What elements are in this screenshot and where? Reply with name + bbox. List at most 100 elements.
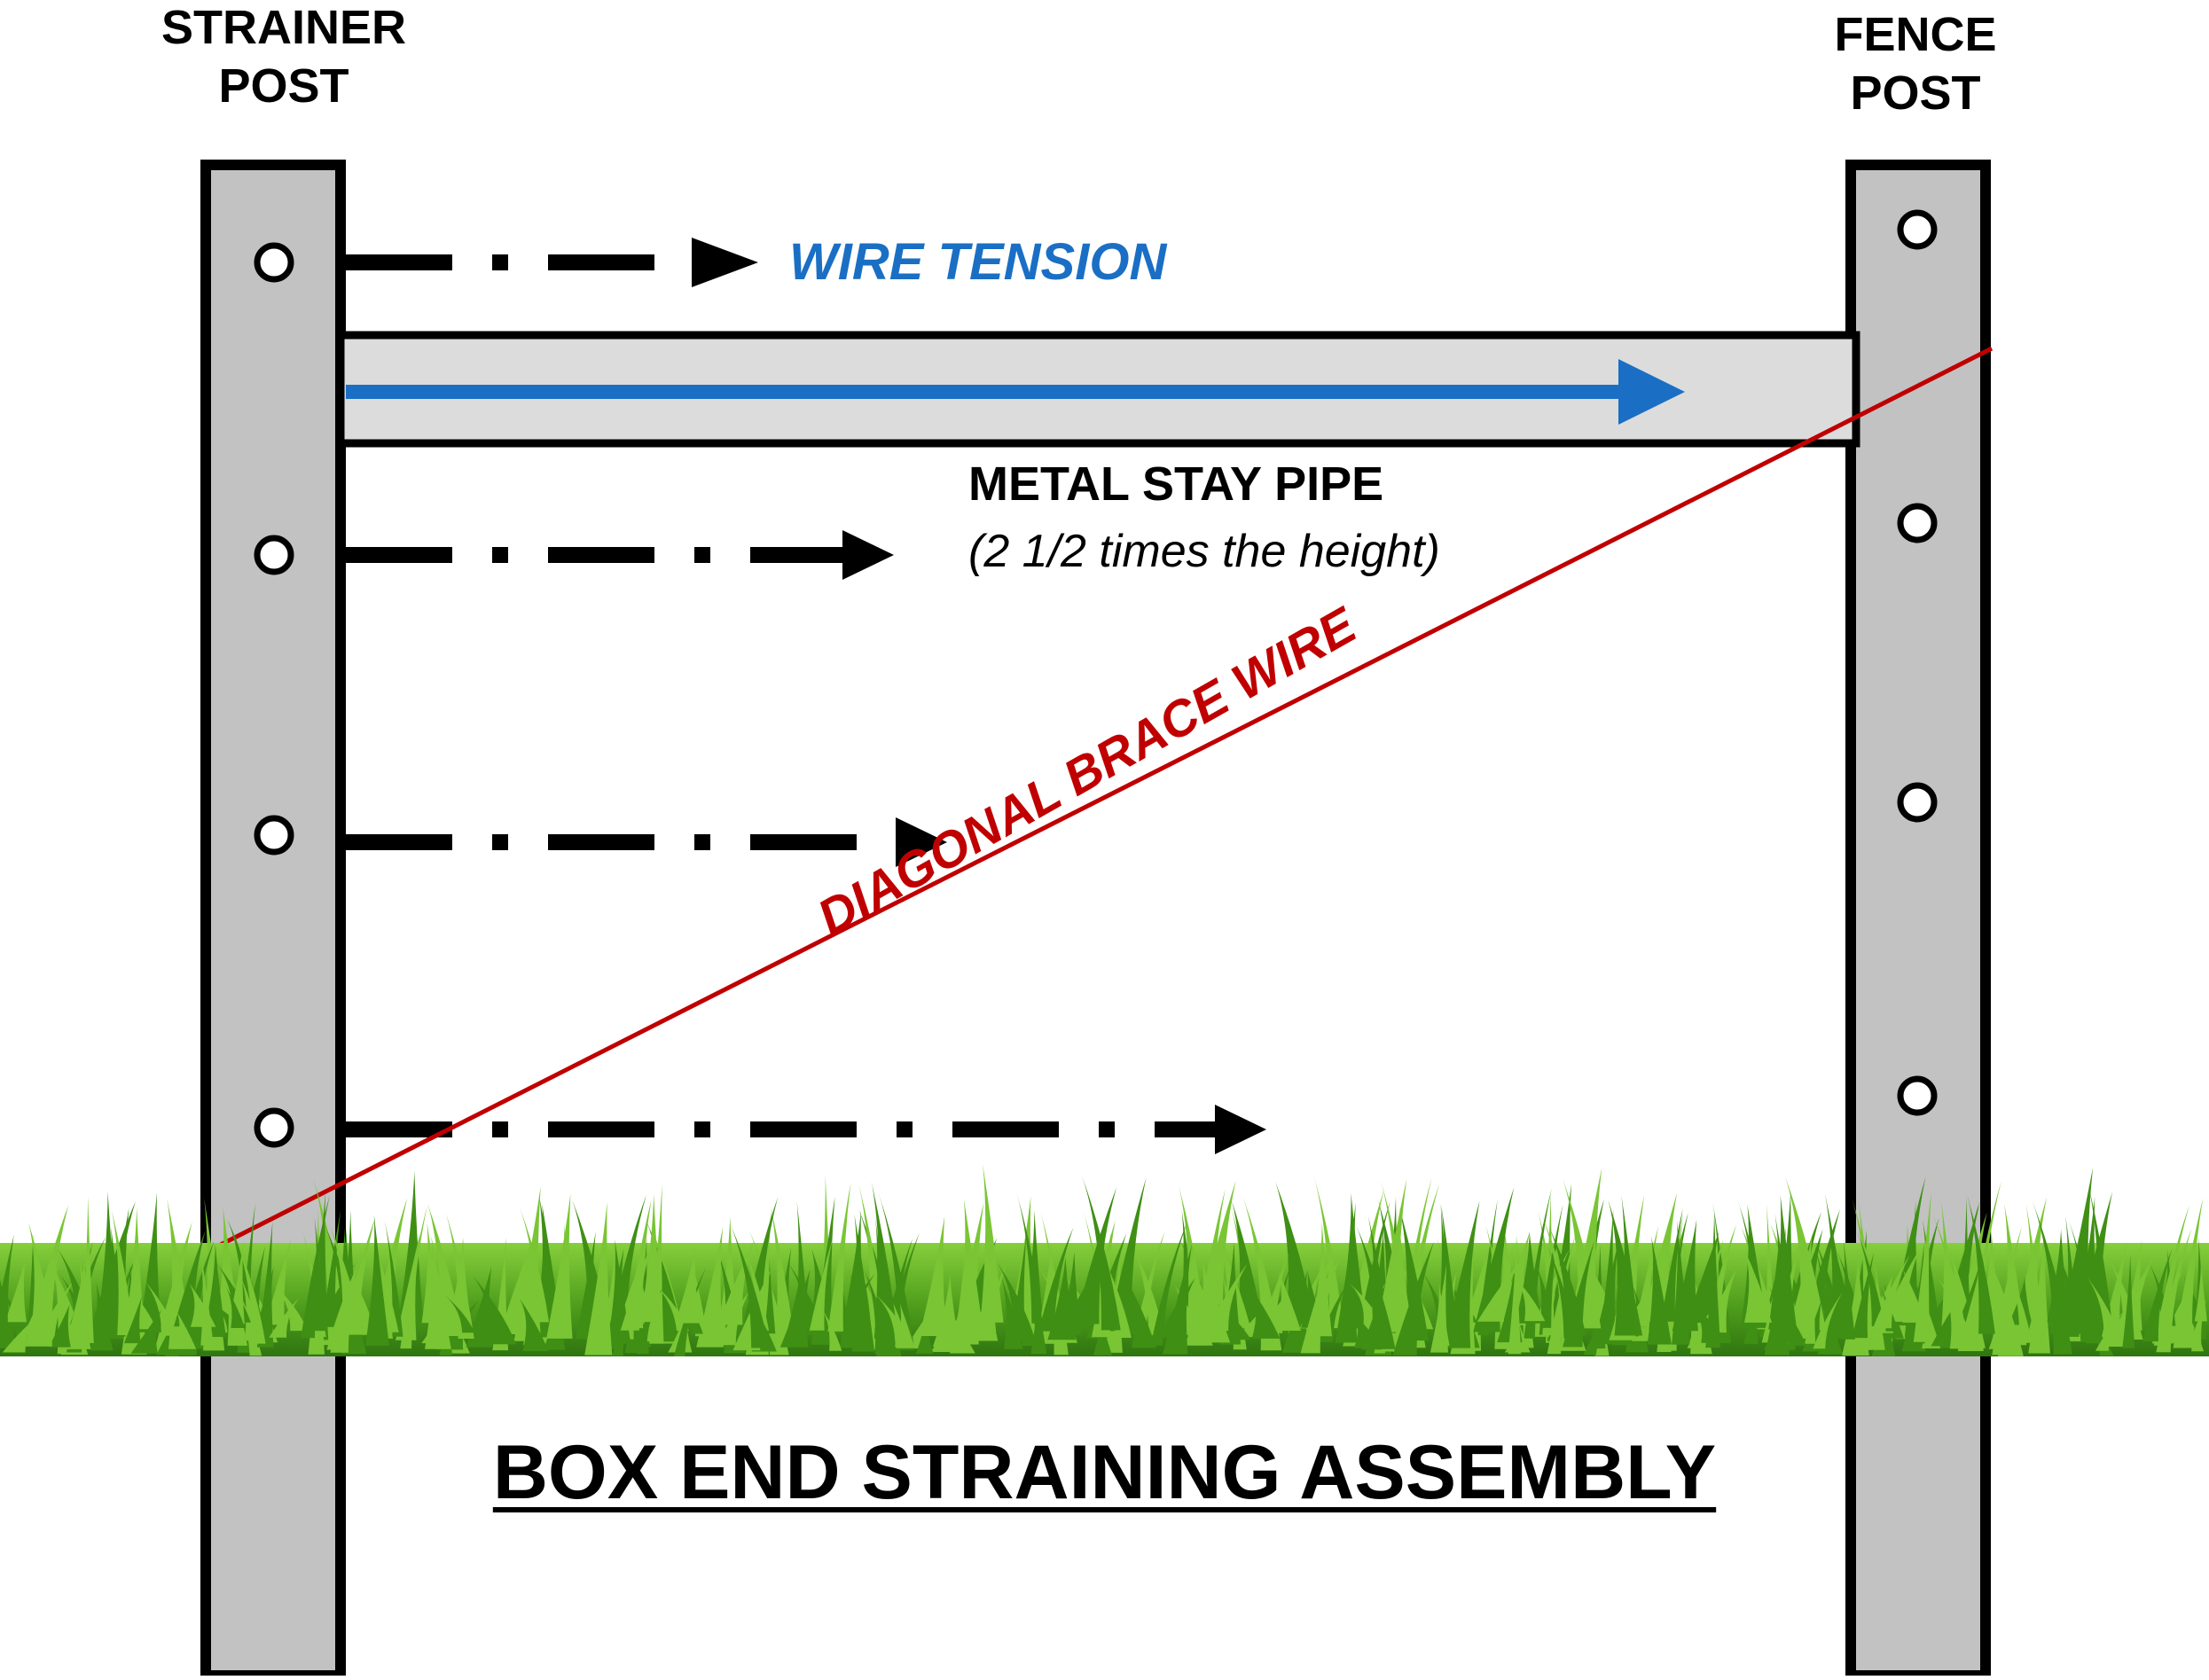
- grass-blade: [1179, 1186, 1206, 1324]
- wire-tension-arrow: [346, 817, 947, 867]
- grass-blade: [980, 1164, 1004, 1323]
- grass-blade: [1275, 1181, 1315, 1322]
- fence-post-holes: [1897, 209, 1938, 1116]
- grass-blade: [301, 1195, 330, 1339]
- grass-blade: [1970, 1180, 2001, 1331]
- grass-blade: [1381, 1180, 1414, 1336]
- grass-blade: [1599, 1209, 1616, 1345]
- arrow-head: [842, 530, 894, 580]
- grass-blade: [1444, 1200, 1480, 1348]
- strainer-post-hole: [254, 242, 294, 283]
- grass-blade: [1569, 1168, 1602, 1325]
- grass-blade: [1938, 1277, 1978, 1349]
- grass-blade: [1163, 1244, 1193, 1355]
- grass-blade: [2026, 1278, 2042, 1340]
- grass-blade: [1743, 1248, 1772, 1323]
- grass-blade: [2111, 1256, 2154, 1338]
- grass-blade: [779, 1269, 811, 1348]
- grass-blade: [1856, 1230, 1884, 1327]
- grass-blade: [696, 1227, 724, 1348]
- strainer-post-hole: [254, 1107, 294, 1148]
- grass-blade: [1030, 1287, 1047, 1355]
- grass-blade: [175, 1310, 197, 1349]
- grass-blade: [1515, 1231, 1543, 1324]
- grass-blade: [919, 1216, 947, 1336]
- grass-blade: [1902, 1269, 1926, 1323]
- grass-blade: [1705, 1210, 1720, 1348]
- grass-blade: [4, 1259, 27, 1323]
- fence-post-hole: [1897, 1075, 1938, 1116]
- grass-blade: [1275, 1270, 1301, 1331]
- fence-post-label: FENCE POST: [1747, 5, 2084, 122]
- grass-blade: [675, 1246, 701, 1324]
- grass-blade: [2153, 1205, 2189, 1346]
- grass-blade: [396, 1232, 420, 1340]
- grass-blade: [640, 1194, 663, 1323]
- grass-blade: [1805, 1278, 1817, 1344]
- grass-blade: [1360, 1288, 1383, 1350]
- metal-stay-pipe-label: METAL STAY PIPE: [968, 457, 1384, 511]
- grass-blade: [427, 1203, 463, 1336]
- grass-blade: [843, 1274, 871, 1337]
- grass-blade: [513, 1186, 541, 1341]
- grass-strip: [0, 1164, 2209, 1356]
- grass-blade: [1375, 1178, 1407, 1332]
- grass-blade: [131, 1290, 157, 1330]
- grass-blade: [811, 1196, 835, 1345]
- strainer-post-label: STRAINER POST: [115, 0, 452, 115]
- grass-blade: [143, 1278, 178, 1336]
- diagram-title: BOX END STRAINING ASSEMBLY: [492, 1430, 1717, 1515]
- strainer-post-holes: [254, 242, 294, 1148]
- fence-post-hole: [1897, 782, 1938, 823]
- wire-tension-arrow: [346, 530, 894, 580]
- grass-blade: [520, 1298, 549, 1351]
- grass-blade: [2122, 1254, 2135, 1348]
- arrow-head: [896, 817, 947, 867]
- grass-blade: [111, 1209, 135, 1335]
- grass-blade: [130, 1309, 161, 1354]
- grass-blade: [25, 1205, 69, 1347]
- grass-blade: [326, 1254, 363, 1350]
- grass-blade: [1608, 1199, 1643, 1336]
- grass-blade: [174, 1230, 206, 1327]
- grass-blade: [1787, 1235, 1814, 1334]
- grass-blade: [2188, 1299, 2206, 1348]
- grass-blade: [519, 1205, 550, 1323]
- grass-blade: [444, 1294, 475, 1333]
- grass-blade: [2142, 1248, 2173, 1342]
- grass-blade: [997, 1262, 1035, 1337]
- grass-blade: [499, 1236, 535, 1334]
- grass-blade: [0, 1234, 14, 1331]
- grass-blade: [1967, 1194, 1995, 1334]
- grass-blade: [1672, 1220, 1690, 1345]
- grass-blade: [1672, 1219, 1698, 1332]
- grass-blade: [955, 1230, 968, 1342]
- grass-blade: [446, 1213, 474, 1339]
- grass-blade: [1841, 1239, 1855, 1340]
- grass-blade: [809, 1238, 833, 1331]
- metal-stay-pipe-note: (2 1/2 times the height): [968, 526, 1440, 577]
- wire-arrows: [346, 238, 1266, 1154]
- grass-blade: [2062, 1167, 2094, 1322]
- tension-arrow: [346, 359, 1685, 425]
- grass-blade: [1813, 1293, 1843, 1349]
- grass-blade: [620, 1241, 654, 1331]
- grass-blade: [1477, 1261, 1522, 1322]
- grass-blade: [322, 1209, 341, 1325]
- grass-blade: [1081, 1175, 1121, 1331]
- grass-blade: [269, 1298, 299, 1338]
- grass-blade: [1016, 1192, 1043, 1324]
- grass-blade: [313, 1216, 328, 1332]
- grass-blade: [717, 1287, 752, 1346]
- grass-blade: [1313, 1175, 1344, 1329]
- grass-blade: [1872, 1254, 1910, 1329]
- grass-blade: [2156, 1228, 2192, 1353]
- grass-blade: [425, 1236, 451, 1349]
- diagonal-brace-wire: [205, 346, 1994, 1254]
- grass-blade: [1508, 1233, 1522, 1355]
- grass-blade: [730, 1223, 769, 1348]
- grass-blade: [1312, 1222, 1332, 1337]
- grass-blade: [2173, 1198, 2204, 1348]
- grass-blade: [1356, 1226, 1396, 1349]
- grass-blade: [1150, 1222, 1187, 1346]
